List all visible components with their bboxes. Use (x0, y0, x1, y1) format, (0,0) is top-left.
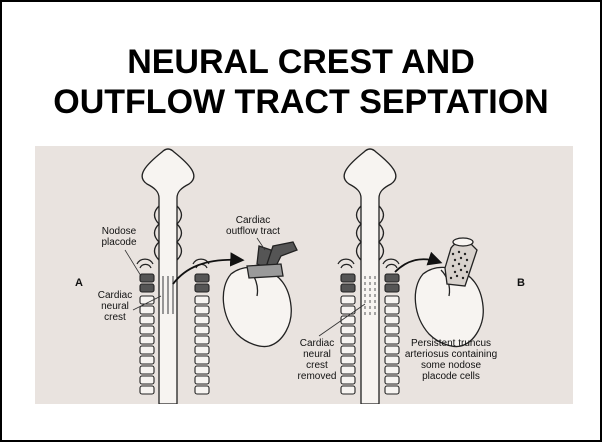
label-truncus-line-3: some nodose (421, 360, 481, 371)
diagram-svg: A Nodose placode Cardiac neural crest Ca… (35, 146, 573, 404)
label-truncus-line-4: placode cells (422, 371, 480, 382)
label-removed-line-3: crest (306, 360, 328, 371)
somites-left-b (341, 274, 355, 394)
title-line-1: NEURAL CREST AND (2, 42, 600, 82)
nodose-leader-a (125, 250, 141, 276)
label-removed-line-2: neural (303, 349, 331, 360)
heart-a (223, 242, 297, 347)
panel-label-b: B (517, 277, 525, 289)
label-crest-line-1: Cardiac (98, 290, 132, 301)
title-line-2: OUTFLOW TRACT SEPTATION (2, 82, 600, 122)
panel-label-a: A (75, 277, 83, 289)
slide-title: NEURAL CREST AND OUTFLOW TRACT SEPTATION (2, 42, 600, 122)
label-crest-line-3: crest (104, 312, 126, 323)
somites-right-b (385, 274, 399, 394)
label-truncus-line-1: Persistent truncus (411, 338, 491, 349)
somites-left-a (140, 274, 154, 394)
label-outflow-line-2: outflow tract (226, 226, 280, 237)
heart-b (415, 238, 483, 347)
label-removed-line-1: Cardiac (300, 338, 334, 349)
somites-right-a (195, 274, 209, 394)
label-truncus-line-2: arteriosus containing (405, 349, 497, 360)
label-outflow-line-1: Cardiac (236, 215, 270, 226)
embryo-diagram: A Nodose placode Cardiac neural crest Ca… (35, 146, 573, 404)
label-removed-line-4: removed (298, 371, 337, 382)
label-crest-line-2: neural (101, 301, 129, 312)
label-nodose-line-1: Nodose (102, 226, 137, 237)
label-nodose-line-2: placode (101, 237, 136, 248)
